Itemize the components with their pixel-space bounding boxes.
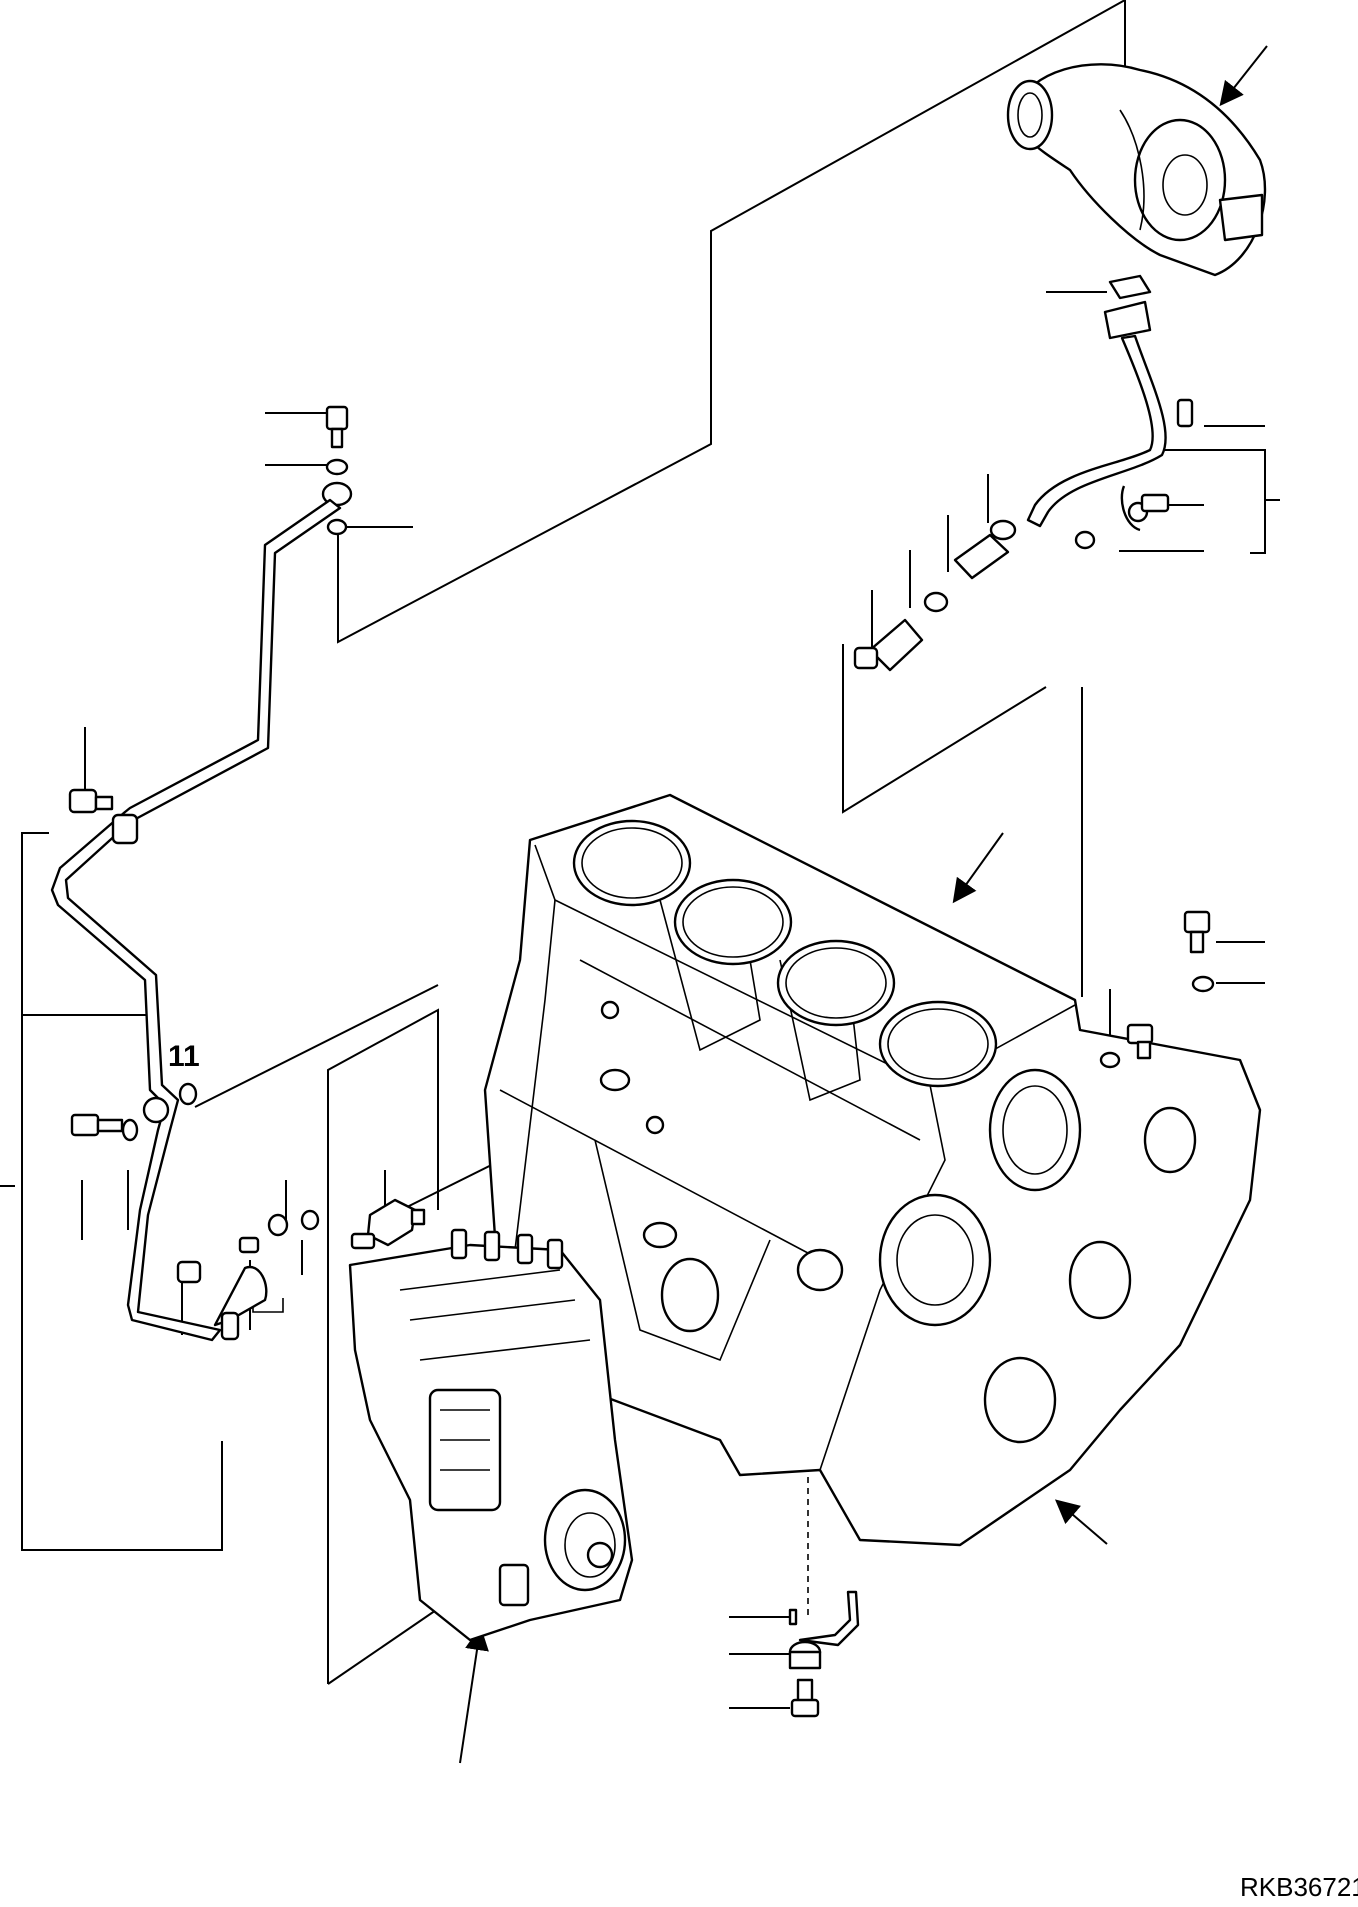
oil-pipe [50, 405, 353, 1342]
oil-pressure-switch [350, 1198, 426, 1250]
turbocharger [1006, 63, 1267, 277]
cylinder-block [483, 793, 1262, 1547]
oil-jet-fittings [788, 1590, 860, 1718]
part-callout-11: 11 [168, 1040, 200, 1073]
pointer-arrows [459, 45, 1268, 1764]
fuel-injection-pump [348, 1228, 634, 1642]
diagram-reference-code: RKB36721 [1240, 1872, 1358, 1902]
turbo-oil-line [853, 274, 1194, 672]
